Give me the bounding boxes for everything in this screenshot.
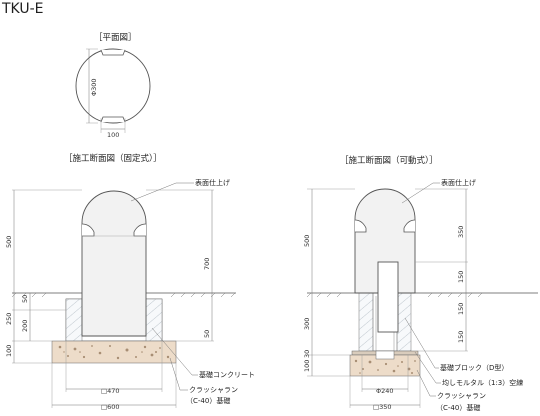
movable-dim-150-c: 150: [457, 331, 465, 343]
fixed-dim-250: 250: [5, 313, 13, 325]
fixed-callout-crusher-run-2: （C-40）基礎: [186, 396, 230, 405]
fixed-dim-200: 200: [21, 320, 29, 332]
fixed-callout-crusher-run-1: クラッシャラン: [189, 386, 238, 394]
movable-callout-finish: 表面仕上げ: [441, 178, 476, 187]
fixed-dim-470: □470: [101, 387, 120, 395]
plan-outline: [75, 48, 151, 124]
fixed-gravel-base: [51, 340, 177, 364]
plan-notch-bottom: [100, 116, 126, 123]
movable-post-insert: [377, 261, 399, 333]
plan-width-label: 100: [107, 131, 119, 139]
drawing-title: TKU-E: [1, 1, 44, 17]
fixed-dim-50: 50: [21, 295, 29, 303]
movable-dim-500: 500: [303, 235, 311, 247]
movable-callout-crusher-run-1: クラッシャラン: [437, 392, 486, 400]
movable-drain-gap: [375, 350, 395, 360]
fixed-dim-50-right: 50: [203, 330, 211, 338]
fixed-dim-600: □600: [101, 403, 120, 411]
movable-dim-150-a: 150: [457, 271, 465, 283]
movable-dim-350: 350: [457, 226, 465, 238]
fixed-bollard-body: [81, 190, 147, 337]
movable-section-caption: ［施工断面図（可動式）］: [340, 155, 438, 166]
fixed-dim-100: 100: [5, 345, 13, 357]
fixed-dim-700: 700: [203, 258, 211, 270]
movable-dim-30: 30: [303, 350, 311, 358]
plan-caption: ［平面図］: [94, 33, 137, 43]
fixed-gravel-texture: [58, 345, 170, 360]
movable-section: ［施工断面図（可動式）］: [303, 155, 538, 412]
movable-bollard-body: [354, 188, 416, 294]
plan-diameter-label: Φ300: [90, 78, 98, 96]
fixed-ground-hatch: [11, 292, 236, 298]
movable-dim-100: 100: [303, 360, 311, 372]
movable-callout-mortar: 均しモルタル（1:3）空練: [442, 378, 523, 387]
movable-dim-300: 300: [303, 318, 311, 330]
movable-callout-crusher-run-2: （C-40）基礎: [436, 403, 480, 412]
movable-ground-hatch: [306, 292, 483, 298]
movable-dim-350-bottom: □350: [373, 403, 392, 411]
movable-dim-240: Φ240: [376, 387, 394, 395]
movable-gravel-texture: [354, 359, 416, 374]
fixed-section-caption: ［施工断面図（固定式）］: [64, 153, 162, 164]
fixed-callout-foundation: 基礎コンクリート: [199, 370, 255, 379]
movable-dim-150-b: 150: [457, 303, 465, 315]
fixed-section: ［施工断面図（固定式）］: [5, 153, 255, 411]
plan-view: ［平面図］ Φ300 100: [75, 33, 151, 139]
movable-callout-block: 基礎ブロック（D型）: [440, 363, 508, 372]
fixed-dim-500: 500: [5, 236, 13, 248]
fixed-callout-finish: 表面仕上げ: [195, 178, 230, 187]
plan-notch-top: [100, 49, 126, 56]
